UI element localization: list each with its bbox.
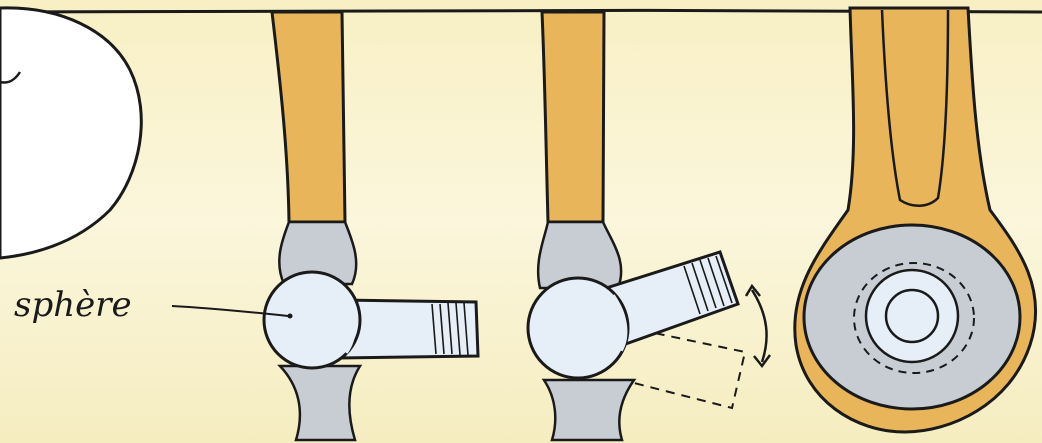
leader-dot (288, 314, 293, 319)
sphere (264, 272, 360, 368)
sphere-label: sphère (14, 285, 132, 325)
bone-shaft (542, 12, 604, 222)
lower-cartilage (544, 380, 634, 440)
sphere-inner-ring (886, 290, 938, 342)
sphere (528, 278, 628, 378)
